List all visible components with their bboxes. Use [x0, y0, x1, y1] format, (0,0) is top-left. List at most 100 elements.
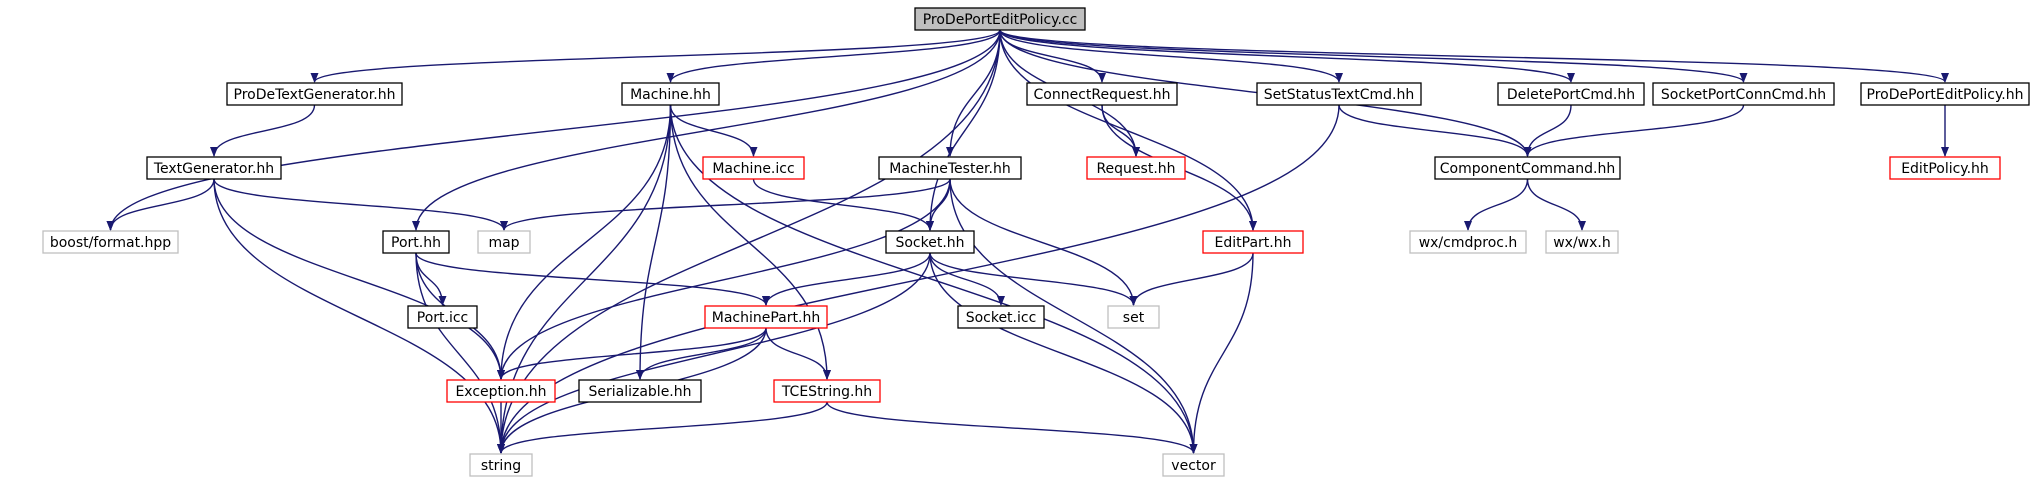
node-label-editpolicy: EditPolicy.hh	[1901, 161, 1989, 177]
node-textgenerator[interactable]: TextGenerator.hh	[146, 156, 282, 180]
node-tcestring[interactable]: TCEString.hh	[773, 379, 881, 403]
node-label-map: map	[488, 235, 519, 251]
edge-machine_hh-to-machine_icc	[669, 104, 758, 157]
edge-socket_hh-to-socket_icc	[929, 252, 1005, 306]
node-socket_icc[interactable]: Socket.icc	[957, 305, 1045, 329]
node-port_hh[interactable]: Port.hh	[382, 230, 450, 254]
node-box-root	[914, 7, 1086, 31]
edge-machinepart-to-serializable	[636, 327, 767, 380]
edge-socket_hh-to-string	[497, 252, 931, 454]
node-box-socketportconn	[1652, 82, 1835, 106]
node-label-componentcommand: ComponentCommand.hh	[1440, 161, 1615, 177]
node-set[interactable]: set	[1107, 305, 1160, 329]
edge-tcestring-to-string	[497, 401, 828, 454]
edge-socket_hh-to-machinepart	[762, 252, 931, 306]
node-label-machine_hh: Machine.hh	[630, 87, 711, 103]
node-deleteportcmd[interactable]: DeletePortCmd.hh	[1497, 82, 1645, 106]
edge-machine_hh-to-tcestring	[669, 104, 831, 380]
node-machine_icc[interactable]: Machine.icc	[702, 156, 805, 180]
node-box-vector	[1162, 453, 1225, 477]
edge-root-to-machinetester	[946, 29, 1001, 157]
edge-textgenerator-to-boostformat	[106, 178, 215, 231]
edge-machine_hh-to-vector	[669, 104, 1198, 454]
node-wxcmdproc[interactable]: wx/cmdproc.h	[1409, 230, 1527, 254]
node-label-prodeporteditpolicy_hh: ProDePortEditPolicy.hh	[1867, 87, 2024, 103]
node-label-exception: Exception.hh	[455, 384, 546, 400]
node-label-request: Request.hh	[1096, 161, 1175, 177]
node-box-socket_hh	[885, 230, 975, 254]
edge-root-to-prodeporteditpolicy_hh	[999, 29, 1949, 83]
edge-root-to-boostformat	[106, 29, 1001, 231]
node-prodeporteditpolicy_hh[interactable]: ProDePortEditPolicy.hh	[1860, 82, 2030, 106]
node-box-wxwx	[1545, 230, 1619, 254]
node-label-socket_hh: Socket.hh	[895, 235, 964, 251]
node-componentcommand[interactable]: ComponentCommand.hh	[1434, 156, 1621, 180]
node-box-editpolicy	[1889, 156, 2001, 180]
node-label-wxcmdproc: wx/cmdproc.h	[1419, 235, 1518, 251]
node-map[interactable]: map	[477, 230, 531, 254]
edge-componentcommand-to-wxwx	[1526, 178, 1586, 231]
node-string[interactable]: string	[469, 453, 533, 477]
edge-machinetester-to-exception	[497, 178, 951, 380]
node-box-set	[1107, 305, 1160, 329]
node-machinetester[interactable]: MachineTester.hh	[878, 156, 1022, 180]
edge-root-to-machine_hh	[666, 29, 1001, 83]
node-box-request	[1086, 156, 1186, 180]
edge-connectrequest-to-request	[1101, 104, 1140, 157]
edge-machine_icc-to-socket_hh	[752, 178, 934, 231]
edge-tcestring-to-vector	[826, 401, 1198, 454]
edge-root-to-editpart	[999, 29, 1257, 231]
edge-socket_hh-to-set	[929, 252, 1138, 306]
edge-textgenerator-to-string	[213, 178, 505, 454]
node-box-port_icc	[407, 305, 478, 329]
node-serializable[interactable]: Serializable.hh	[578, 379, 702, 403]
node-socket_hh[interactable]: Socket.hh	[885, 230, 975, 254]
node-machine_hh[interactable]: Machine.hh	[621, 82, 720, 106]
node-label-deleteportcmd: DeletePortCmd.hh	[1507, 87, 1635, 103]
node-wxwx[interactable]: wx/wx.h	[1545, 230, 1619, 254]
edge-setstatustext-to-componentcommand	[1338, 104, 1532, 157]
node-label-textgenerator: TextGenerator.hh	[153, 161, 274, 177]
edge-port_hh-to-port_icc	[415, 252, 447, 306]
node-label-machine_icc: Machine.icc	[712, 161, 794, 177]
node-machinepart[interactable]: MachinePart.hh	[704, 305, 828, 329]
edge-root-to-socket_hh	[926, 29, 1001, 231]
node-box-machinepart	[704, 305, 828, 329]
node-box-prodeporteditpolicy_hh	[1860, 82, 2030, 106]
edge-componentcommand-to-wxcmdproc	[1464, 178, 1529, 231]
node-setstatustext[interactable]: SetStatusTextCmd.hh	[1256, 82, 1422, 106]
edge-machine_hh-to-exception	[497, 104, 672, 380]
node-label-port_hh: Port.hh	[391, 235, 441, 251]
node-label-string: string	[481, 458, 521, 474]
node-box-deleteportcmd	[1497, 82, 1645, 106]
node-exception[interactable]: Exception.hh	[446, 379, 556, 403]
node-label-socket_icc: Socket.icc	[966, 310, 1037, 326]
node-label-machinepart: MachinePart.hh	[712, 310, 820, 326]
node-box-socket_icc	[957, 305, 1045, 329]
node-editpolicy[interactable]: EditPolicy.hh	[1889, 156, 2001, 180]
node-box-editpart	[1202, 230, 1304, 254]
edge-root-to-socketportconn	[999, 29, 1748, 83]
node-prodetextgen[interactable]: ProDeTextGenerator.hh	[226, 82, 403, 106]
node-socketportconn[interactable]: SocketPortConnCmd.hh	[1652, 82, 1835, 106]
node-box-setstatustext	[1256, 82, 1422, 106]
node-boostformat[interactable]: boost/format.hpp	[42, 230, 179, 254]
edge-socketportconn-to-componentcommand	[1523, 104, 1745, 157]
node-box-connectrequest	[1026, 82, 1178, 106]
edge-textgenerator-to-exception	[213, 178, 505, 380]
node-editpart[interactable]: EditPart.hh	[1202, 230, 1304, 254]
node-label-setstatustext: SetStatusTextCmd.hh	[1264, 87, 1414, 103]
edge-machine_hh-to-serializable	[636, 104, 672, 380]
node-port_icc[interactable]: Port.icc	[407, 305, 478, 329]
node-vector[interactable]: vector	[1162, 453, 1225, 477]
node-label-set: set	[1123, 310, 1145, 326]
node-box-prodetextgen	[226, 82, 403, 106]
node-label-wxwx: wx/wx.h	[1553, 235, 1611, 251]
node-connectrequest[interactable]: ConnectRequest.hh	[1026, 82, 1178, 106]
node-box-string	[469, 453, 533, 477]
node-root[interactable]: ProDePortEditPolicy.cc	[914, 7, 1086, 31]
node-box-boostformat	[42, 230, 179, 254]
edge-editpart-to-set	[1129, 252, 1254, 306]
node-request[interactable]: Request.hh	[1086, 156, 1186, 180]
edge-port_hh-to-string	[415, 252, 505, 454]
